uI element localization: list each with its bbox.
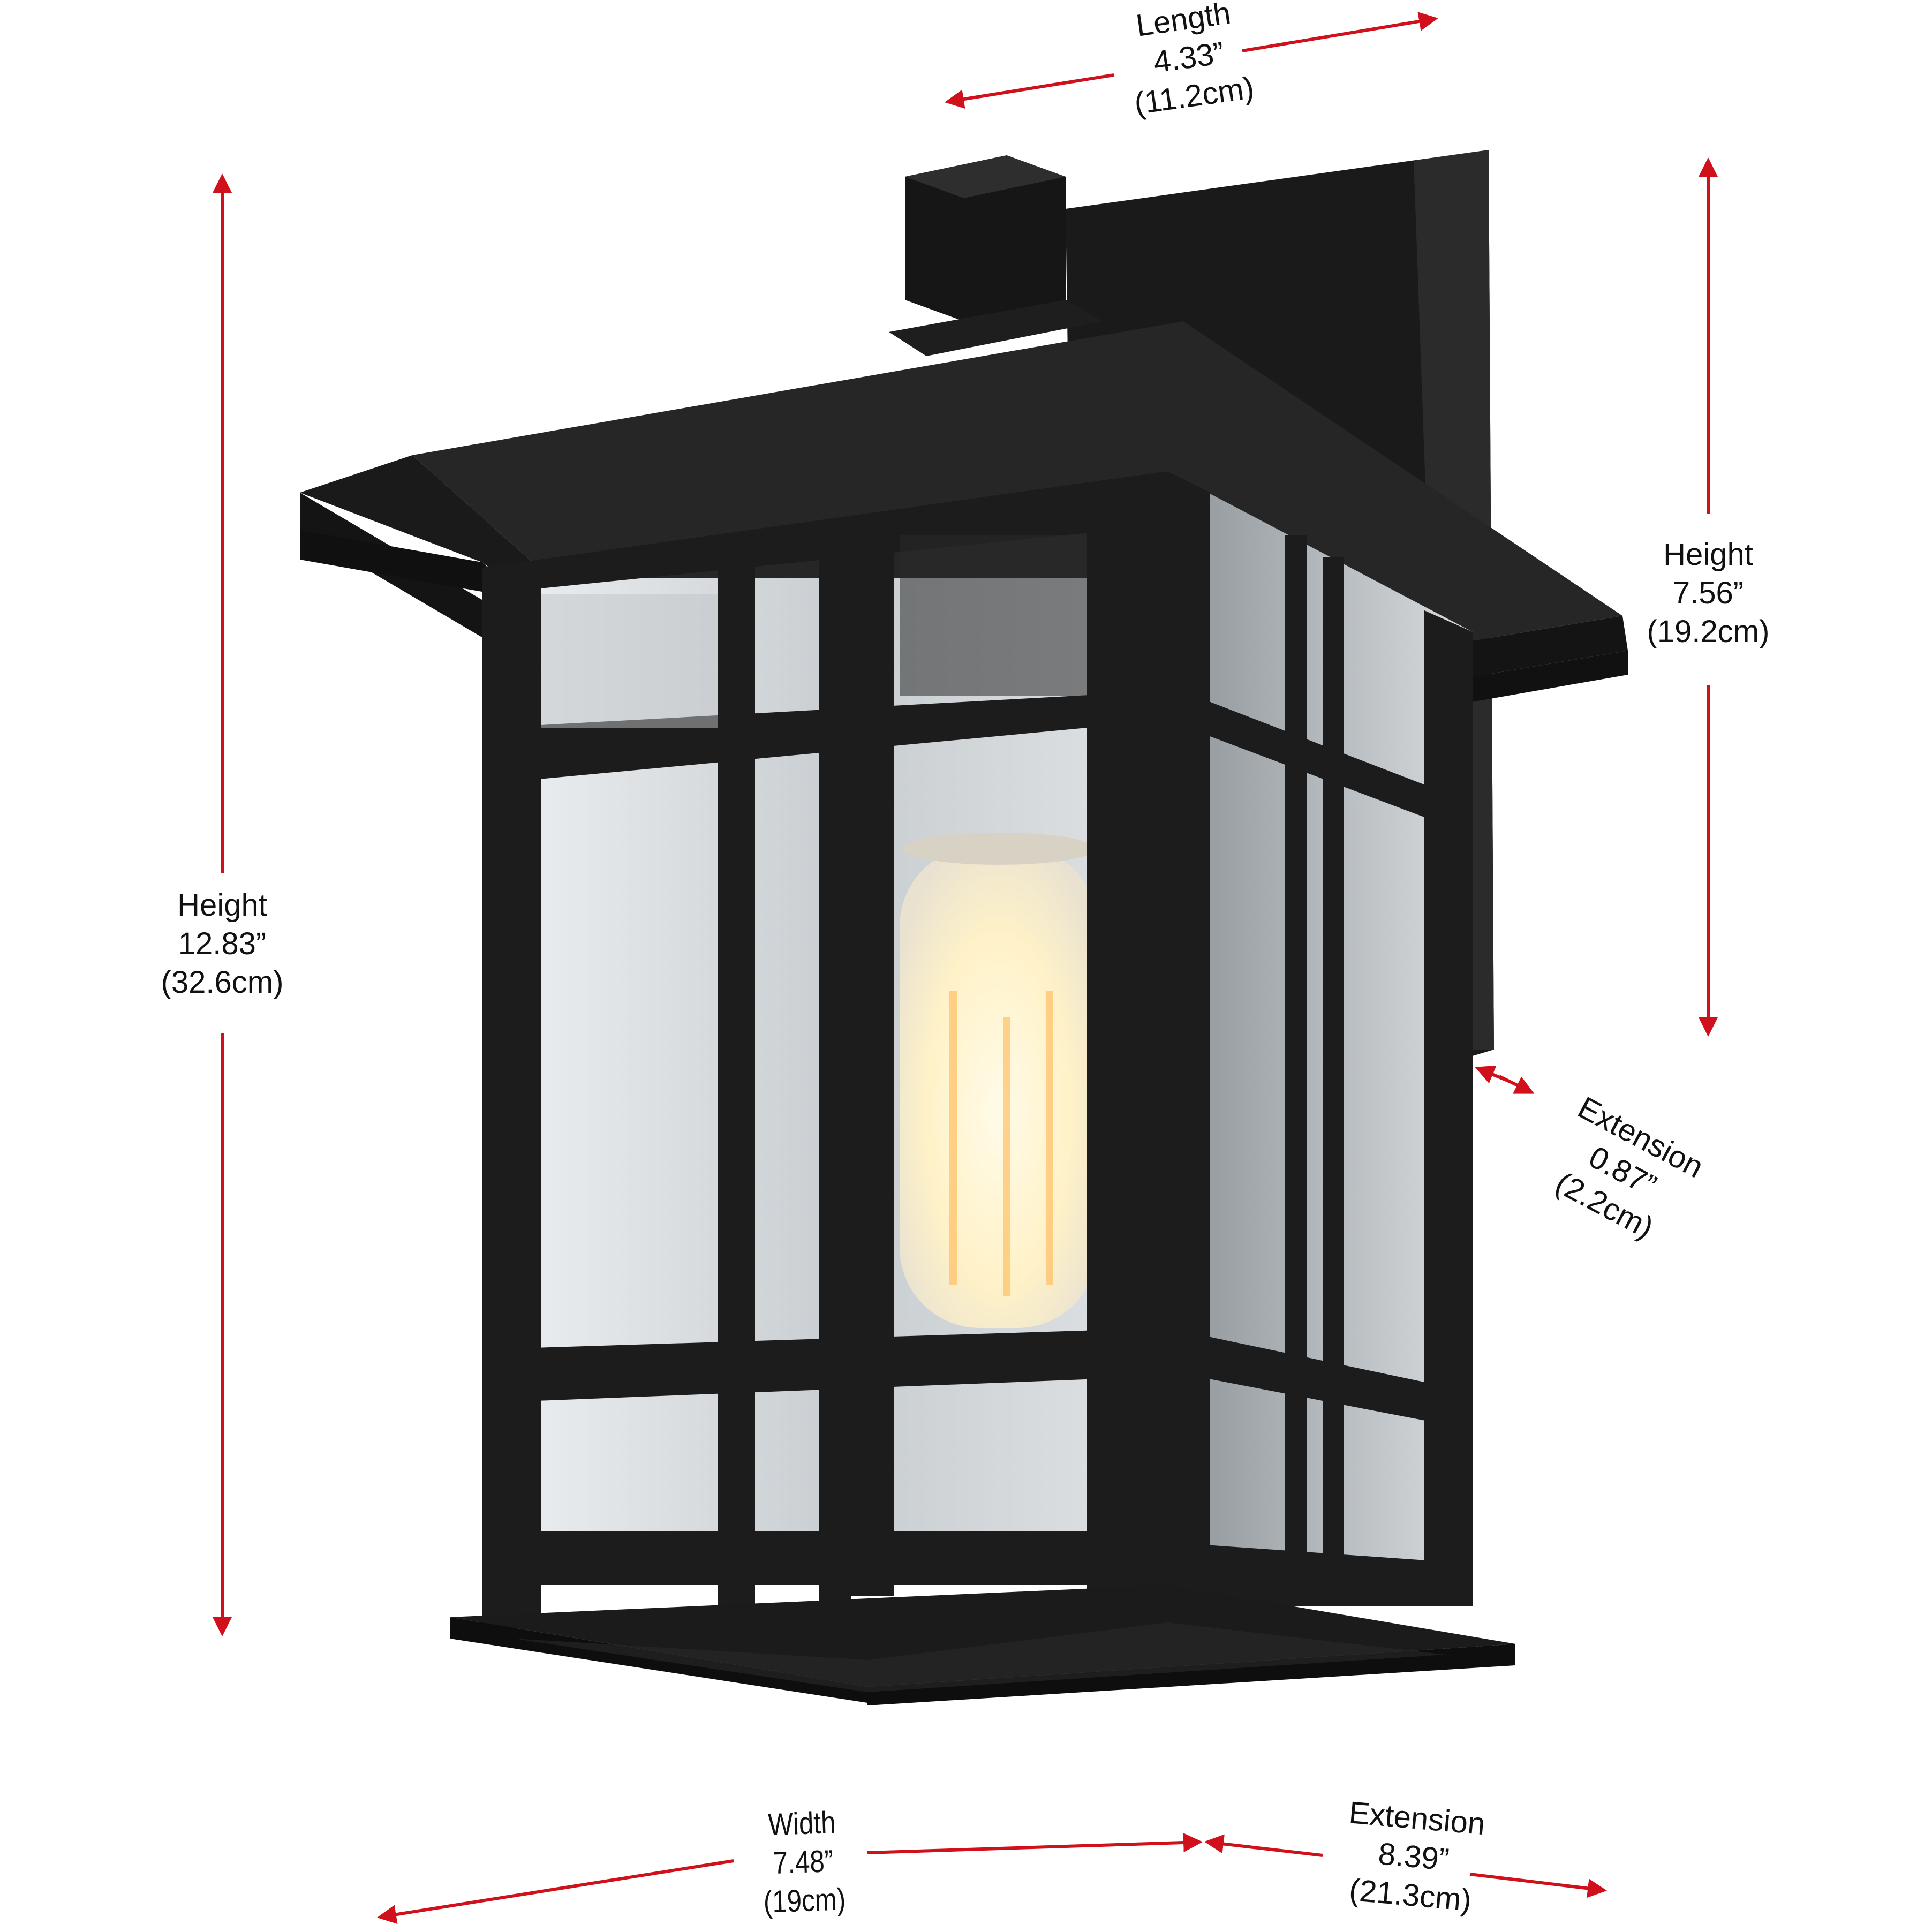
width-inches: 7.48” <box>772 1844 834 1881</box>
side-cage <box>1167 471 1473 1606</box>
height-total-cm: (32.6cm) <box>161 965 284 1000</box>
width-cm: (19cm) <box>763 1882 847 1920</box>
height-total-label: Height 12.83” (32.6cm) <box>129 886 316 1002</box>
width-label: Width 7.48” (19cm) <box>724 1802 882 1923</box>
width-name: Width <box>767 1805 836 1843</box>
front-cage <box>482 471 1167 1628</box>
base <box>450 1585 1515 1705</box>
height-total-inches: 12.83” <box>178 926 267 961</box>
bulb <box>900 846 1098 1328</box>
height-backplate-name: Height <box>1663 537 1753 572</box>
height-total-name: Height <box>177 888 267 923</box>
extension-label: Extension 8.39” (21.3cm) <box>1318 1792 1510 1923</box>
height-backplate-inches: 7.56” <box>1672 576 1744 610</box>
height-backplate-cm: (19.2cm) <box>1647 614 1770 649</box>
height-backplate-label: Height 7.56” (19.2cm) <box>1612 535 1805 651</box>
top-finial <box>889 155 1103 356</box>
